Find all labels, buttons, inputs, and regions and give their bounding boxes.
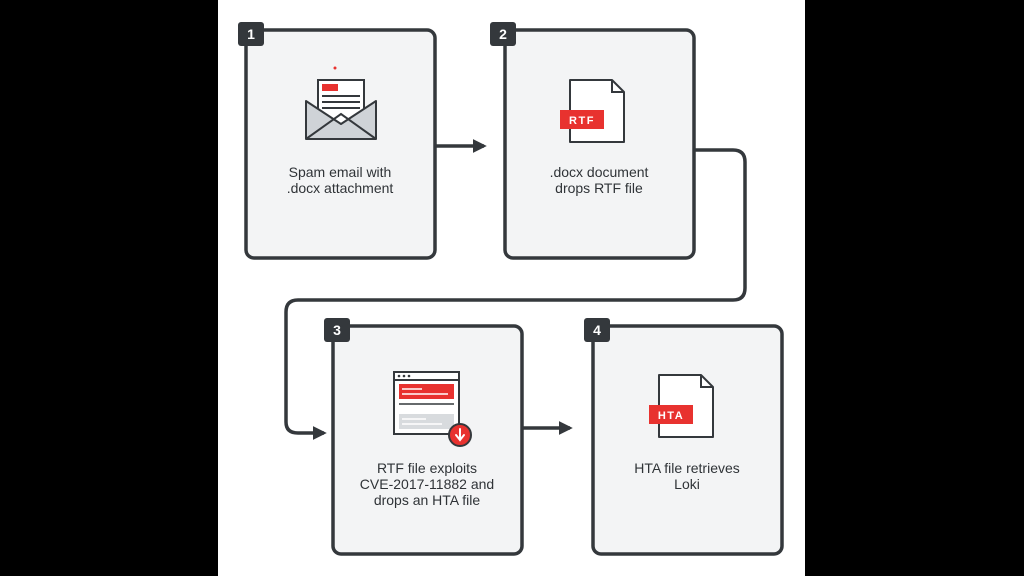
step-card-3: 3 RTF file exploits CVE-2017-11882 and d… <box>324 318 524 556</box>
document-icon: HTA <box>649 374 714 438</box>
document-icon: RTF <box>560 79 625 143</box>
step-number-4: 4 <box>593 322 601 338</box>
step-badge-3 <box>324 318 350 342</box>
step-number-1: 1 <box>247 26 255 42</box>
file-label-hta: HTA <box>658 410 684 422</box>
step-number-2: 2 <box>499 26 507 42</box>
step-text-2-line-2: drops RTF file <box>555 180 643 196</box>
step-text-1-line-2: .docx attachment <box>287 180 394 196</box>
step-badge-4 <box>584 318 610 342</box>
step-text-4-line-1: HTA file retrieves <box>634 460 740 476</box>
step-text-4-line-2: Loki <box>674 476 700 492</box>
envelope-icon <box>305 66 377 140</box>
step-number-3: 3 <box>333 322 341 338</box>
step-card-2: 2 RTF .docx document drops RTF file <box>490 22 696 260</box>
step-card-4: 4 HTA HTA file retrieves Loki <box>584 318 784 556</box>
step-text-3-line-2: CVE-2017-11882 and <box>360 476 494 492</box>
file-label-badge-rtf <box>560 110 604 129</box>
step-badge-1 <box>238 22 264 46</box>
flow-diagram: 1 Spam email with .docx attachment 2 RTF… <box>238 22 784 556</box>
diagram-canvas: 1 Spam email with .docx attachment 2 RTF… <box>218 0 805 576</box>
step-text-3-line-3: drops an HTA file <box>374 492 481 508</box>
step-card-1: 1 Spam email with .docx attachment <box>238 22 437 260</box>
browser-download-icon <box>393 371 472 447</box>
file-label-rtf: RTF <box>569 115 595 127</box>
step-text-2-line-1: .docx document <box>550 164 649 180</box>
step-badge-2 <box>490 22 516 46</box>
file-label-badge-hta <box>649 405 693 424</box>
step-text-3-line-1: RTF file exploits <box>377 460 477 476</box>
step-text-1-line-1: Spam email with <box>289 164 392 180</box>
connector-2-to-3 <box>284 148 747 440</box>
